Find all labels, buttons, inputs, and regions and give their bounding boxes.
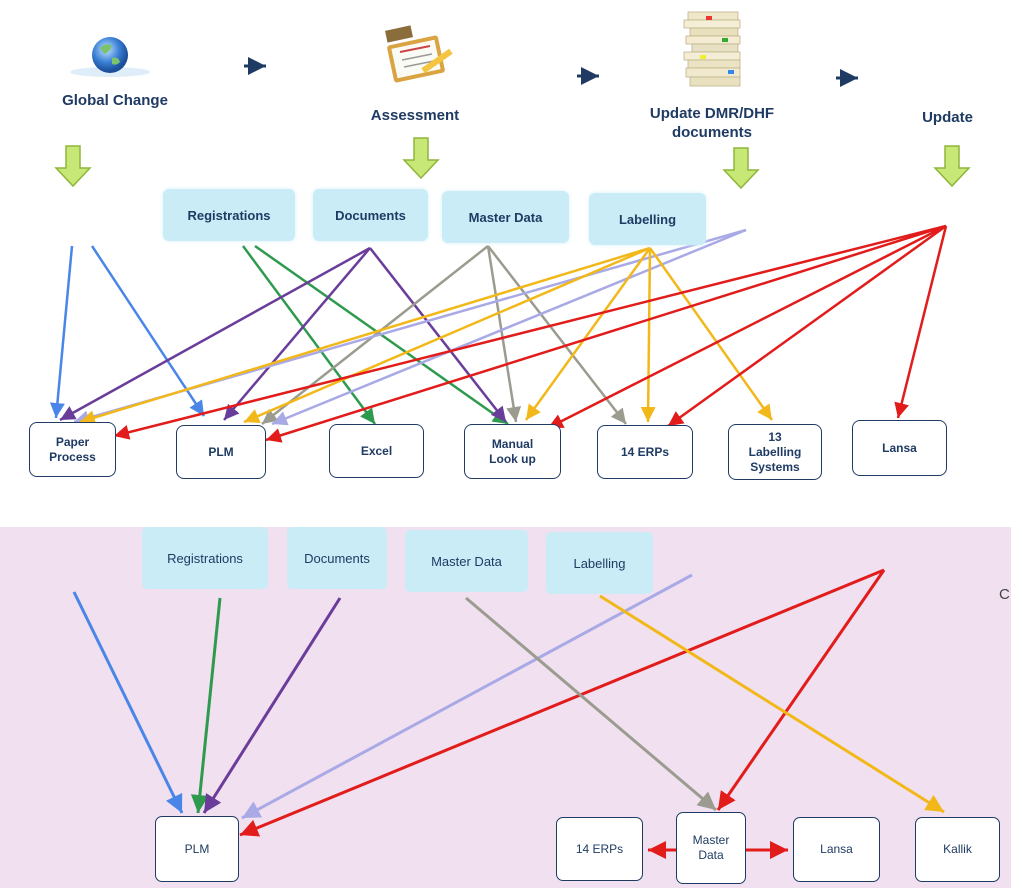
bottom-system-plm: PLM (155, 816, 239, 882)
system-excel: Excel (329, 424, 424, 478)
system-plm: PLM (176, 425, 266, 479)
down-arrow-icon (402, 137, 440, 180)
step-label-assessment: Assessment (370, 107, 460, 124)
category-master-data: Master Data (442, 191, 569, 243)
bottom-system-lansa: Lansa (793, 817, 880, 882)
document-stack-icon (683, 11, 741, 87)
down-arrow-icon (933, 145, 971, 188)
category-registrations: Registrations (163, 189, 295, 241)
bottom-system-14-erps: 14 ERPs (556, 817, 643, 881)
step-label-update-dmr: Update DMR/DHF documents (649, 105, 775, 141)
stray-letter: C (999, 586, 1010, 603)
bottom-system-master-data: Master Data (676, 812, 746, 884)
system-14-erps: 14 ERPs (597, 425, 693, 479)
category-labelling: Labelling (589, 193, 706, 245)
bottom-system-kallik: Kallik (915, 817, 1000, 882)
system-13-labelling: 13 Labelling Systems (728, 424, 822, 480)
globe-icon (70, 37, 150, 77)
step-label-update: Update (922, 109, 973, 126)
category-documents: Documents (313, 189, 428, 241)
down-arrow-icon (54, 145, 92, 188)
system-lansa: Lansa (852, 420, 947, 476)
system-manual-look-up: Manual Look up (464, 424, 561, 479)
clipboard-icon (385, 25, 453, 83)
bottom-category-documents: Documents (287, 527, 387, 589)
step-label-global-change: Global Change (62, 92, 168, 109)
bottom-category-master-data: Master Data (405, 530, 528, 592)
down-arrow-icon (722, 147, 760, 190)
system-paper-process: Paper Process (29, 422, 116, 477)
bottom-category-labelling: Labelling (546, 532, 653, 594)
bottom-category-registrations: Registrations (142, 527, 268, 589)
